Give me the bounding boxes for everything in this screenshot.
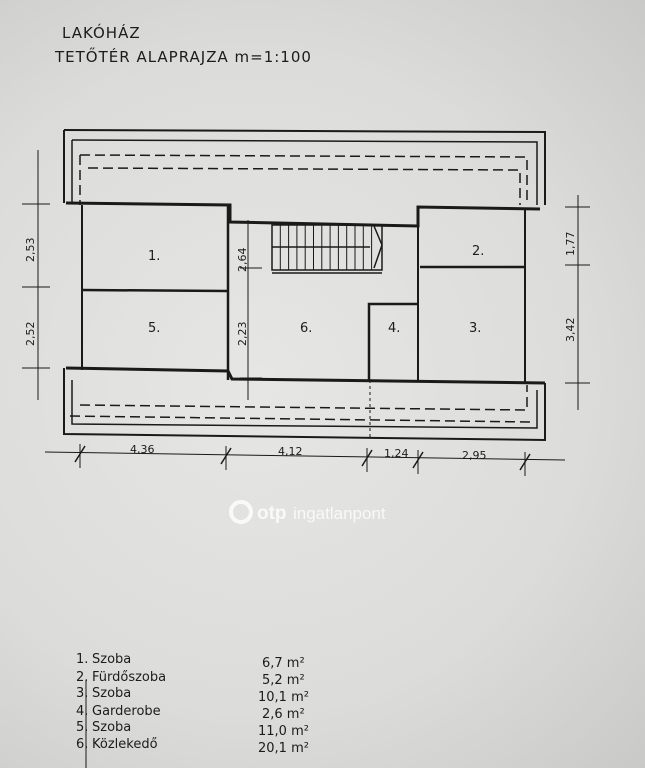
legend-number: 5. — [76, 720, 88, 735]
dim-center-2: 2,23 — [236, 322, 249, 347]
dim-center-1: 2,64 — [236, 248, 249, 273]
dim-bottom-2: 4,12 — [278, 445, 303, 458]
legend-name: Szoba — [92, 652, 131, 667]
staircase — [271, 224, 383, 274]
dim-left-1: 2,53 — [24, 238, 37, 263]
room-label-6: 6. — [300, 321, 312, 336]
legend-name: Szoba — [92, 720, 131, 735]
room-label-3: 3. — [469, 321, 481, 336]
legend-area: 2,6 m² — [262, 707, 305, 722]
legend-number: 2. — [76, 670, 88, 685]
walls — [65, 201, 546, 440]
dim-right-1: 1,77 — [564, 232, 577, 257]
legend-area: 10,1 m² — [258, 690, 309, 705]
room-label-5: 5. — [148, 321, 160, 336]
legend-name: Közlekedő — [92, 737, 158, 752]
legend-area: 11,0 m² — [258, 724, 309, 739]
watermark-text: ingatlanpont — [293, 504, 386, 523]
dim-bottom-4: 2,95 — [462, 449, 487, 462]
dim-bottom-1: 4,36 — [130, 443, 155, 456]
dimension-lines — [22, 150, 590, 476]
legend-name: Garderobe — [92, 704, 161, 719]
legend-name: Fürdőszoba — [92, 670, 166, 685]
legend-number: 3. — [76, 686, 88, 701]
otp-logo-icon — [229, 500, 253, 524]
dim-right-2: 3,42 — [564, 318, 577, 343]
watermark: otp ingatlanpont — [229, 500, 386, 524]
room-label-1: 1. — [148, 249, 160, 264]
room-label-2: 2. — [472, 244, 484, 259]
room-legend: 1. Szoba 6,7 m² 2. Fürdőszoba 5,2 m² 3. … — [76, 652, 309, 768]
dim-bottom-3: 1,24 — [384, 447, 409, 460]
legend-area: 6,7 m² — [262, 656, 305, 671]
title-line-2: TETŐTÉR ALAPRAJZA m=1:100 — [54, 46, 312, 66]
room-label-4: 4. — [388, 321, 400, 336]
legend-number: 6. — [76, 737, 88, 752]
legend-number: 1. — [76, 652, 88, 667]
legend-number: 4. — [76, 704, 88, 719]
legend-area: 20,1 m² — [258, 741, 309, 756]
roof-outline — [63, 129, 546, 442]
legend-name: Szoba — [92, 686, 131, 701]
title-line-1: LAKÓHÁZ — [62, 23, 141, 42]
dim-left-2: 2,52 — [24, 322, 37, 347]
watermark-brand: otp — [257, 503, 287, 524]
legend-area: 5,2 m² — [262, 673, 305, 688]
